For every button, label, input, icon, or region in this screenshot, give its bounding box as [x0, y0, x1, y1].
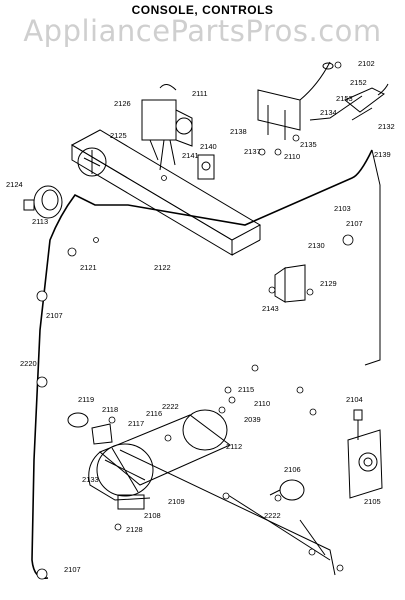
part-label: 2118	[102, 405, 118, 414]
part-label: 2119	[78, 395, 94, 404]
part-label: 2112	[226, 442, 242, 451]
timer-knob	[23, 185, 63, 219]
wire-lead-lower-3	[299, 519, 326, 556]
part-label: 2107	[346, 219, 363, 228]
part-label: 2141	[182, 151, 199, 160]
part-label: 2116	[146, 409, 162, 418]
part-label: 2134	[320, 108, 337, 117]
part-label: 2222	[162, 402, 179, 411]
sensor-component	[269, 479, 305, 501]
part-label: 2107	[64, 565, 81, 574]
wire-harness	[31, 149, 373, 579]
part-label: 2121	[80, 263, 97, 272]
part-label: 2110	[254, 399, 270, 408]
console-panel	[70, 129, 262, 256]
part-label: 2140	[200, 142, 217, 151]
part-label: 2102	[358, 59, 375, 68]
part-label: 2107	[46, 311, 63, 320]
part-label: 2126	[114, 99, 131, 108]
part-label: 2113	[32, 217, 48, 226]
part-label: 2115	[238, 385, 254, 394]
part-label: 2152	[350, 78, 367, 87]
part-label: 2122	[154, 263, 171, 272]
part-label: 2108	[144, 511, 161, 520]
part-label: 2135	[300, 140, 317, 149]
part-label: 2128	[126, 525, 143, 534]
part-label: 2132	[378, 122, 395, 131]
diagram-title: CONSOLE, CONTROLS	[131, 3, 274, 17]
drum-assembly	[88, 409, 231, 510]
part-label: 2117	[128, 419, 144, 428]
fasteners	[36, 61, 354, 580]
part-label: 2105	[364, 497, 381, 506]
mounting-bracket	[274, 264, 306, 303]
part-number-labels: 2102 2152 2153 2134 2132 2111 2126 2125 …	[6, 59, 395, 574]
wire-connector	[344, 83, 389, 121]
part-label: 2110	[284, 152, 300, 161]
part-label: 2104	[346, 395, 363, 404]
wire-lead-lower	[119, 449, 336, 576]
part-label: 2106	[284, 465, 301, 474]
part-label: 2133	[82, 475, 99, 484]
part-label: 2139	[374, 150, 391, 159]
part-label: 2124	[6, 180, 23, 189]
wire-lead-right	[364, 149, 381, 366]
part-label: 2153	[336, 94, 353, 103]
selector-switch-assembly	[257, 61, 363, 140]
timer-motor	[141, 84, 193, 171]
part-label: 2143	[262, 304, 279, 313]
door-switch-box	[347, 409, 383, 499]
part-label: 2138	[230, 127, 247, 136]
part-label: 2129	[320, 279, 337, 288]
part-label: 2130	[308, 241, 325, 250]
push-switch	[197, 154, 215, 180]
part-label: 2222	[264, 511, 281, 520]
part-label: 2109	[168, 497, 185, 506]
terminal-block	[67, 412, 113, 445]
part-label: 2111	[192, 89, 208, 98]
part-label: 2220	[20, 359, 37, 368]
part-label: 2039	[244, 415, 261, 424]
part-label: 2125	[110, 131, 127, 140]
part-label: 2137	[244, 147, 261, 156]
part-label: 2103	[334, 204, 351, 213]
